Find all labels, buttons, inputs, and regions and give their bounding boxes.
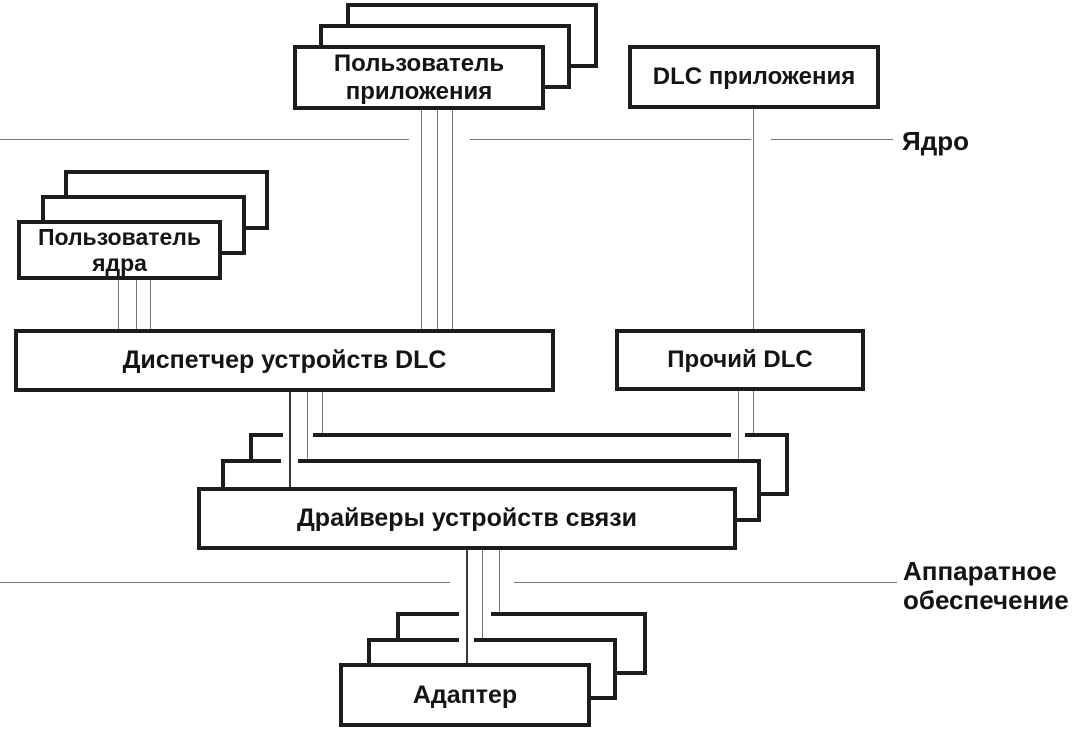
node-app-user-label-line1: Пользователь	[333, 49, 505, 77]
node-kernel-user: Пользователь ядра	[17, 220, 222, 280]
connector-app-user-to-manager	[452, 110, 453, 329]
hardware-boundary-line-segment	[0, 582, 450, 583]
connector-drivers-to-adapter	[466, 550, 468, 663]
connector-manager-to-drivers	[322, 392, 323, 433]
connector-manager-to-drivers	[307, 392, 308, 459]
hardware-zone-label-line1: Аппаратное	[903, 556, 1057, 586]
connector-kernel-user-to-manager	[118, 280, 119, 329]
connector-other-dlc-to-drivers	[738, 391, 739, 459]
hardware-zone-label-line2: обеспечение	[903, 585, 1069, 615]
hardware-zone-label: Аппаратное обеспечение	[903, 557, 1069, 615]
connector-drivers-to-adapter	[499, 550, 500, 612]
node-app-user-label-line2: приложения	[345, 77, 493, 105]
node-dlc-applications: DLC приложения	[628, 45, 880, 109]
node-kernel-user-label-line2: ядра	[92, 250, 147, 276]
node-app-user: Пользователь приложения	[293, 45, 545, 110]
kernel-boundary-line-segment	[470, 139, 751, 140]
connector-manager-to-drivers	[289, 392, 291, 487]
node-kernel-user-label-line1: Пользователь	[37, 223, 202, 250]
connector-app-user-to-manager	[421, 110, 422, 329]
connector-other-dlc-to-drivers	[753, 391, 754, 433]
connector-drivers-to-adapter	[482, 550, 483, 638]
node-adapter-label: Адаптер	[412, 680, 518, 709]
kernel-boundary-line-segment	[0, 139, 409, 140]
hardware-boundary-line-segment	[514, 582, 897, 583]
connector-dlc-apps-to-other-dlc	[753, 109, 754, 329]
node-comm-drivers: Драйверы устройств связи	[197, 487, 737, 550]
line-gap-mask	[283, 431, 313, 439]
connector-kernel-user-to-manager	[150, 280, 151, 329]
line-gap-mask	[459, 610, 491, 618]
node-other-dlc: Прочий DLC	[615, 329, 865, 391]
node-dlc-device-manager-label: Диспетчер устройств DLC	[122, 346, 447, 375]
node-dlc-applications-label: DLC приложения	[652, 63, 856, 91]
kernel-zone-label: Ядро	[902, 126, 969, 156]
connector-kernel-user-to-manager	[136, 280, 137, 329]
node-other-dlc-label: Прочий DLC	[667, 346, 813, 374]
node-comm-drivers-label: Драйверы устройств связи	[297, 504, 637, 533]
node-dlc-device-manager: Диспетчер устройств DLC	[14, 329, 555, 392]
kernel-boundary-line-segment	[771, 139, 893, 140]
connector-app-user-to-manager	[437, 110, 438, 329]
node-adapter: Адаптер	[339, 663, 591, 727]
